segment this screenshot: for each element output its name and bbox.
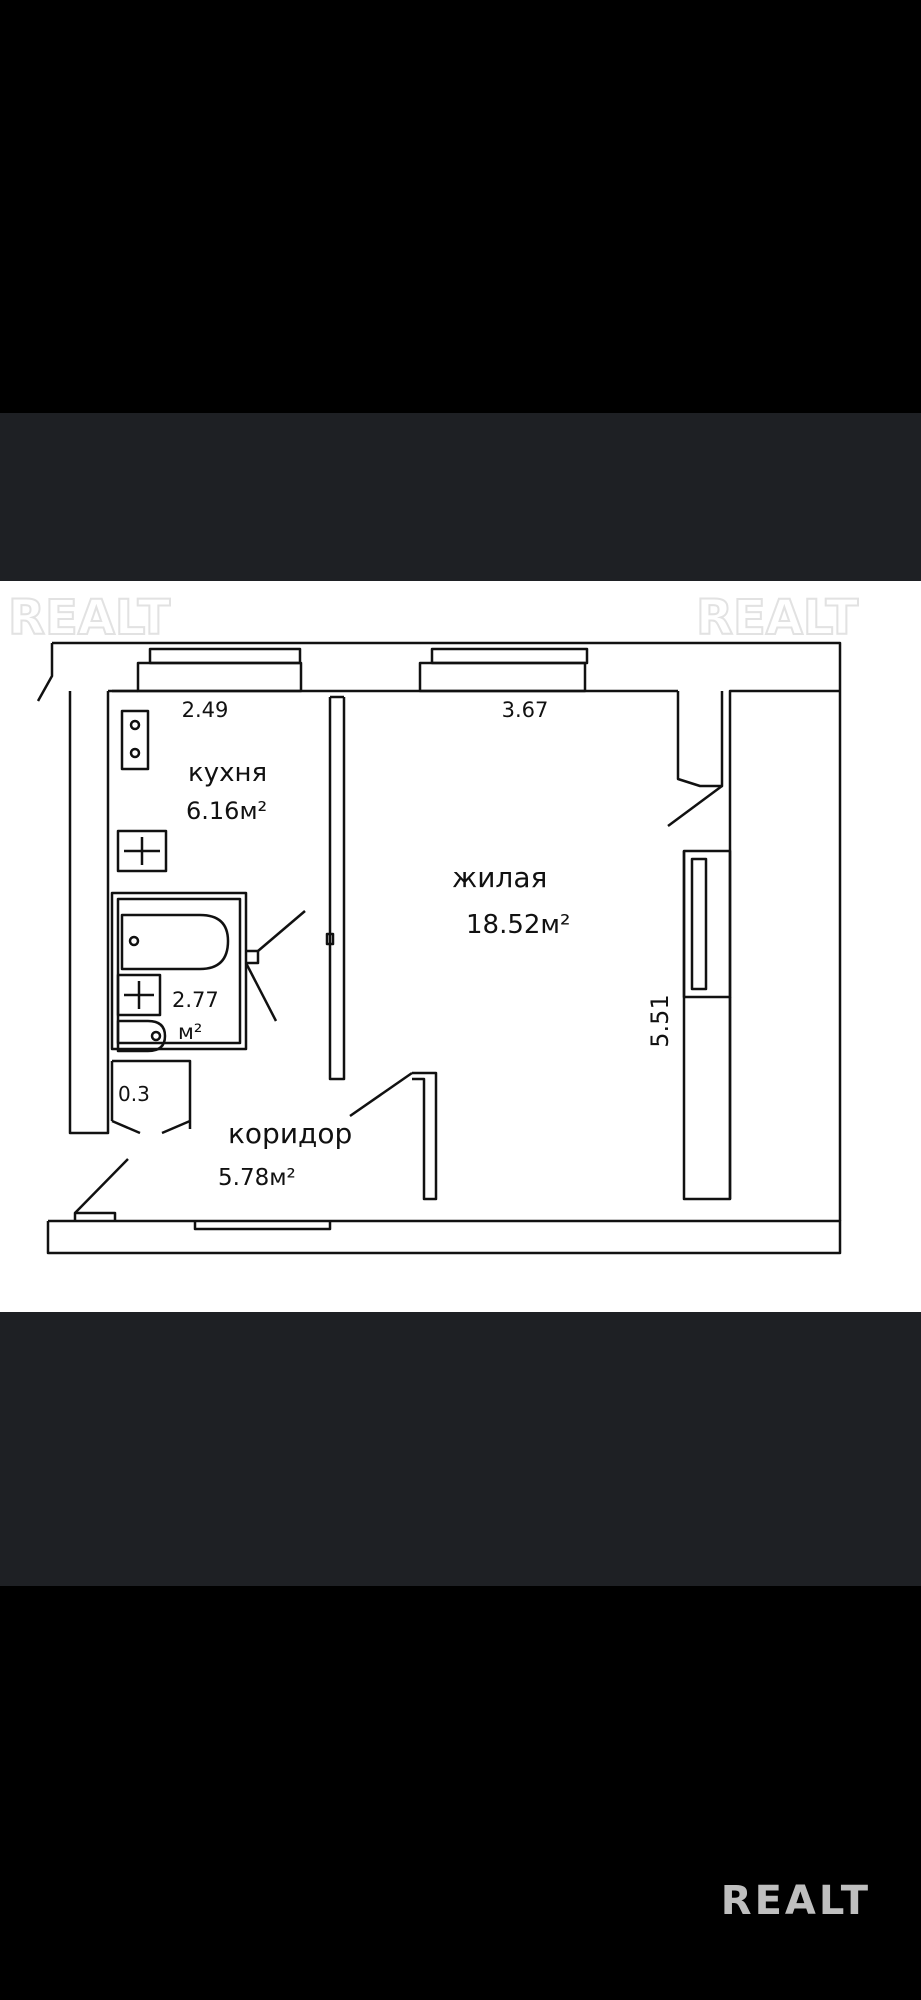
closet-walls (112, 1059, 192, 1129)
area-living: 18.52м² (466, 910, 570, 940)
kitchen-sink (116, 829, 168, 873)
living-window-sill (418, 661, 587, 693)
outer-wall-top (52, 641, 842, 689)
realt-logo: REALT (720, 1878, 871, 1924)
walls (36, 641, 842, 1255)
dim-kitchen-width: 2.49 (182, 698, 229, 722)
watermark-right: REALT (696, 590, 859, 646)
top-black-band (0, 0, 921, 413)
label-living: жилая (452, 861, 547, 894)
dim-closet: 0.3 (118, 1082, 150, 1106)
top-gray-band (0, 413, 921, 581)
closet-door-left (111, 1119, 141, 1135)
door-bathroom (257, 910, 306, 952)
wall-right (682, 689, 840, 1201)
partition-corridor-living (412, 1071, 438, 1201)
wall-right-top (676, 691, 724, 788)
toilet (116, 1019, 167, 1053)
bath-sink (116, 973, 162, 1017)
label-kitchen: кухня (188, 758, 267, 788)
area-bathroom-unit: м² (178, 1020, 202, 1044)
outer-wall-bottom (46, 1219, 842, 1255)
bathroom-walls (110, 891, 248, 1051)
area-corridor: 5.78м² (218, 1165, 296, 1191)
door-entrance (74, 1158, 129, 1214)
area-bathroom-value: 2.77 (172, 988, 219, 1012)
bathtub (120, 913, 230, 971)
kitchen-window (148, 647, 302, 665)
balcony-niche (682, 849, 732, 999)
dim-living-width: 3.67 (502, 698, 549, 722)
kitchen-stove (120, 709, 150, 771)
bottom-black-band (0, 1586, 921, 2000)
living-window (430, 647, 589, 665)
outer-wall-corner (36, 643, 54, 702)
closet-door-right (161, 1119, 191, 1135)
door-balcony (667, 784, 723, 828)
left-outer-wall (68, 691, 110, 1135)
kitchen-window-sill (136, 661, 303, 693)
label-corridor: коридор (228, 1117, 352, 1150)
area-kitchen: 6.16м² (186, 797, 267, 825)
dim-living-length: 5.51 (646, 994, 674, 1047)
floor-plan-image: REALT REALT (0, 581, 921, 1312)
watermark-left: REALT (8, 590, 171, 646)
bottom-gray-band (0, 1312, 921, 1586)
door-living (349, 1071, 413, 1118)
floor-plan-svg: REALT REALT (7, 589, 860, 1255)
partition-kitchen-living (328, 697, 346, 1081)
